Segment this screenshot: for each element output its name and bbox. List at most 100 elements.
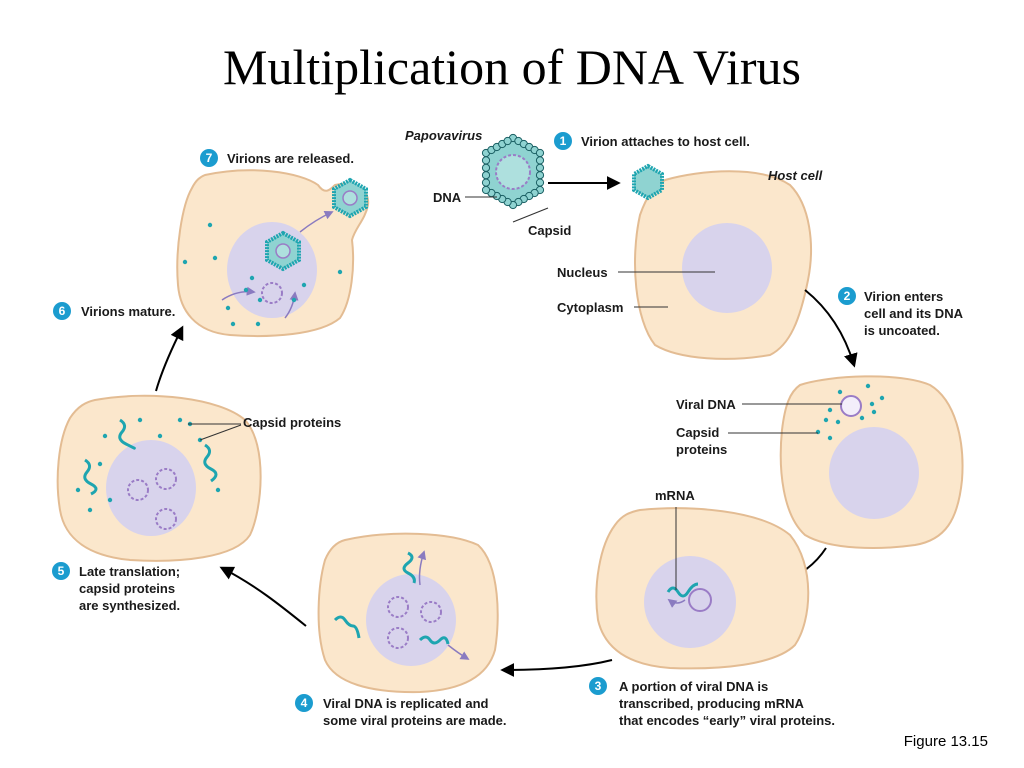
cycle-arrow-5-6 bbox=[155, 325, 184, 392]
step-text-line: Virion attaches to host cell. bbox=[581, 134, 750, 149]
capsomere-bead bbox=[535, 171, 545, 180]
papovavirus-virion bbox=[481, 133, 545, 210]
transcription-arrow-icon bbox=[667, 598, 686, 608]
host-cell-step6-7 bbox=[176, 169, 370, 337]
step-4: 4 Viral DNA is replicated and some viral p… bbox=[295, 694, 507, 728]
step-number: 7 bbox=[206, 151, 213, 165]
step-text-line: A portion of viral DNA is bbox=[619, 679, 768, 694]
capsomere-bead bbox=[481, 185, 491, 195]
step-text-line: cell and its DNA bbox=[864, 306, 964, 321]
capsid-protein-dot bbox=[835, 419, 841, 425]
mrna-strand-icon bbox=[333, 615, 361, 639]
host-cell-label: Host cell bbox=[768, 168, 823, 183]
viral-dna-ring-icon bbox=[495, 154, 531, 190]
cycle-arrow-1-2 bbox=[804, 289, 858, 368]
step-badge bbox=[295, 694, 313, 712]
step-text-line: are synthesized. bbox=[79, 598, 180, 613]
assembly-arrow-icon bbox=[284, 291, 299, 319]
capsomere-bead bbox=[481, 156, 491, 165]
capsomere-bead bbox=[535, 148, 545, 158]
capsid-protein-dot bbox=[879, 395, 885, 401]
nucleus-label: Nucleus bbox=[557, 265, 608, 280]
capsomere-bead bbox=[481, 163, 491, 172]
viral-dna-ring-icon bbox=[688, 588, 712, 612]
capsomere-bead bbox=[481, 178, 491, 187]
step-text-line: Viral DNA is replicated and bbox=[323, 696, 489, 711]
capsid-protein-dot bbox=[107, 497, 113, 503]
capsomere-bead bbox=[535, 156, 545, 165]
capsid-protein-dot bbox=[230, 321, 236, 327]
capsomere-bead bbox=[481, 171, 491, 180]
capsid-protein-dot bbox=[255, 321, 261, 327]
step-text-line: Late translation; bbox=[79, 564, 180, 579]
step-badge bbox=[53, 302, 71, 320]
viral-dna-ring-icon bbox=[127, 479, 149, 501]
mrna-strand-icon bbox=[402, 551, 416, 584]
step-number: 6 bbox=[59, 304, 66, 318]
step-badge bbox=[589, 677, 607, 695]
capsid-protein-dots-step6 bbox=[182, 222, 343, 327]
assembly-arrow-icon bbox=[221, 286, 256, 301]
capsid-protein-dot bbox=[859, 415, 865, 421]
capsid-protein-dot bbox=[182, 259, 188, 265]
capsid-protein-dot bbox=[827, 435, 833, 441]
capsid-protein-dot bbox=[102, 433, 108, 439]
step-badge bbox=[838, 287, 856, 305]
step-text-line: some viral proteins are made. bbox=[323, 713, 507, 728]
step-text-line: is uncoated. bbox=[864, 323, 940, 338]
capsid-protein-dot bbox=[157, 433, 163, 439]
step-text-line: Virions are released. bbox=[227, 151, 354, 166]
viral-dna-ring-icon bbox=[387, 627, 409, 649]
nucleus bbox=[366, 574, 456, 666]
capsid-proteins-leader-line-2 bbox=[199, 424, 242, 441]
nucleus bbox=[829, 427, 919, 519]
capsid-protein-dot bbox=[301, 282, 307, 288]
capsid-protein-dot bbox=[207, 222, 213, 228]
capsid-proteins-label: Capsid proteins bbox=[243, 415, 341, 430]
step-badge bbox=[52, 562, 70, 580]
nucleus bbox=[106, 440, 196, 536]
viral-dna-label: Viral DNA bbox=[676, 397, 736, 412]
mrna-strand-icon bbox=[666, 582, 699, 598]
capsid-protein-dot bbox=[837, 389, 843, 395]
nucleus bbox=[682, 223, 772, 313]
viral-dna-ring-icon bbox=[261, 282, 283, 304]
step-text-line: capsid proteins bbox=[79, 581, 175, 596]
step-7: 7 Virions are released. bbox=[200, 149, 354, 167]
capsid-protein-dot bbox=[871, 409, 877, 415]
papovavirus-label: Papovavirus bbox=[405, 128, 482, 143]
capsid-proteins-label-line2: proteins bbox=[676, 442, 727, 457]
capsid-protein-dot bbox=[97, 461, 103, 467]
step-badge bbox=[200, 149, 218, 167]
step-text-line: that encodes “early” viral proteins. bbox=[619, 713, 835, 728]
capsid-protein-dot bbox=[215, 487, 221, 493]
step-number: 2 bbox=[844, 289, 851, 303]
capsid-bracket bbox=[512, 207, 549, 223]
cytoplasm-label: Cytoplasm bbox=[557, 300, 623, 315]
mrna-label: mRNA bbox=[655, 488, 695, 503]
export-arrow-icon bbox=[447, 644, 470, 660]
capsid-protein-dot bbox=[815, 429, 821, 435]
release-arrow-icon bbox=[299, 210, 334, 233]
mrna-strand-icon bbox=[203, 443, 218, 483]
capsid-protein-dot bbox=[291, 297, 297, 303]
mrna-strand-icon bbox=[118, 418, 136, 450]
capsid-proteins-label-line1: Capsid bbox=[676, 425, 719, 440]
host-cell-step5 bbox=[56, 394, 262, 562]
host-cell-step1 bbox=[632, 163, 812, 360]
viral-dna-ring-icon bbox=[420, 601, 442, 623]
step-number: 4 bbox=[301, 696, 308, 710]
capsid-protein-dot bbox=[87, 507, 93, 513]
capsid-protein-dots-step2 bbox=[815, 383, 885, 441]
capsid-protein-dot bbox=[827, 407, 833, 413]
capsid-protein-dot bbox=[869, 401, 875, 407]
capsid-protein-dot bbox=[212, 255, 218, 261]
capsid-protein-dot bbox=[337, 269, 343, 275]
capsid-protein-dot bbox=[865, 383, 871, 389]
